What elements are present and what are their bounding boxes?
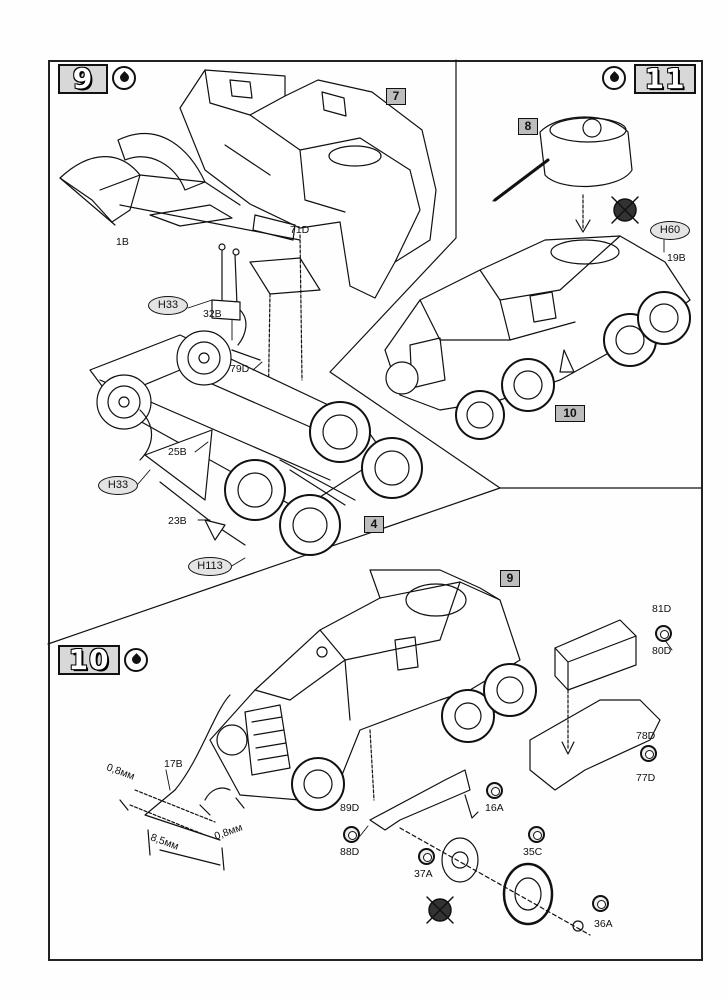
fender-chassis-drawing	[59, 133, 321, 421]
subassembly-ref-10: 10	[555, 405, 585, 422]
part-label-36a: 36A	[594, 918, 613, 930]
part-thumbnail-icon	[486, 782, 503, 799]
part-label-80d: 80D	[652, 645, 672, 657]
page-frame	[48, 60, 703, 961]
part-label-1b: 1B	[116, 236, 129, 248]
part-label-19b: 19B	[667, 252, 686, 264]
step-11-badge: 11	[634, 64, 696, 94]
part-thumbnail-icon	[592, 895, 609, 912]
part-label-77d: 77D	[636, 772, 656, 784]
part-label-37a: 37A	[414, 868, 433, 880]
part-label-16a: 16A	[485, 802, 504, 814]
glue-drop-icon	[124, 648, 148, 672]
part-thumbnail-icon	[528, 826, 545, 843]
panel-divider-left	[47, 487, 501, 645]
part-label-17b: 17B	[164, 758, 183, 770]
part-label-79d: 79D	[230, 363, 250, 375]
turret-drawing	[492, 116, 633, 233]
part-label-71d: 71D	[290, 224, 310, 236]
part-label-35c: 35C	[523, 846, 543, 858]
step-10-badge: 10	[58, 645, 120, 675]
part-label-78d: 78D	[636, 730, 656, 742]
color-code-h60: H60	[650, 221, 690, 240]
part-thumbnail-icon	[655, 625, 672, 642]
color-code-h113: H113	[188, 557, 232, 576]
subassembly-ref-8: 8	[518, 118, 538, 135]
step-9-badge: 9	[58, 64, 108, 94]
part-thumbnail-icon	[343, 826, 360, 843]
part-label-81d: 81D	[652, 603, 672, 615]
part-label-88d: 88D	[340, 846, 360, 858]
subassembly-ref-4: 4	[364, 516, 384, 533]
glue-drop-icon	[112, 66, 136, 90]
subassembly-ref-7: 7	[386, 88, 406, 105]
vehicle-step10-drawing	[119, 569, 537, 871]
panel-divider-right	[329, 59, 702, 489]
chassis-wheels-drawing	[89, 299, 423, 556]
color-code-h33: H33	[98, 476, 138, 495]
part-label-89d: 89D	[340, 802, 360, 814]
color-code-h33: H33	[148, 296, 188, 315]
part-label-23b: 23B	[168, 515, 187, 527]
part-thumbnail-icon	[640, 745, 657, 762]
do-not-glue-icon	[426, 196, 639, 924]
glue-drop-icon	[602, 66, 626, 90]
part-label-25b: 25B	[168, 446, 187, 458]
part-label-32b: 32B	[203, 308, 222, 320]
stowage-box-drawing	[529, 619, 661, 791]
part-thumbnail-icon	[418, 848, 435, 865]
armored-body-drawing	[179, 69, 437, 299]
subassembly-ref-9: 9	[500, 570, 520, 587]
wheel-exploded-drawing	[369, 729, 591, 936]
vehicle-step11-drawing	[384, 235, 691, 440]
